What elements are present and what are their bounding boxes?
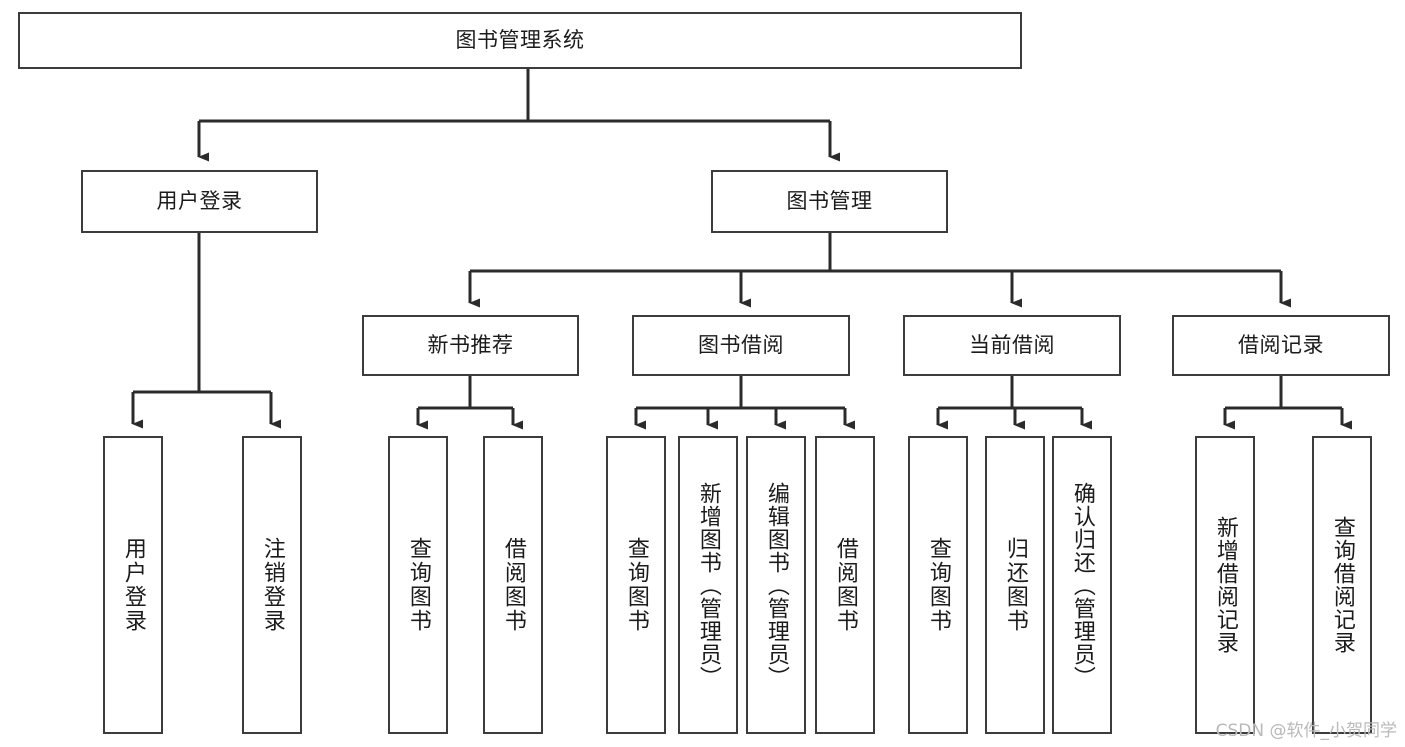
leaf-query-book-current[interactable]: 查询图书 (908, 436, 968, 734)
node-book-management-label: 图书管理 (786, 189, 873, 214)
leaf-query-book-borrow[interactable]: 查询图书 (606, 436, 666, 734)
leaf-return-book[interactable]: 归还图书 (985, 436, 1045, 734)
leaf-user-login[interactable]: 用户登录 (103, 436, 163, 734)
leaf-add-book-admin[interactable]: 新增图书（管理员） (678, 436, 738, 734)
node-borrow-record[interactable]: 借阅记录 (1172, 315, 1390, 376)
node-current-borrow[interactable]: 当前借阅 (903, 315, 1121, 376)
leaf-logout-label: 注销登录 (259, 537, 285, 633)
node-user-login-label: 用户登录 (156, 189, 243, 214)
node-root[interactable]: 图书管理系统 (18, 12, 1022, 69)
leaf-borrow-book[interactable]: 借阅图书 (815, 436, 875, 734)
leaf-borrow-book-recommend-label: 借阅图书 (500, 537, 526, 633)
leaf-edit-book-admin[interactable]: 编辑图书（管理员） (746, 436, 806, 734)
node-book-borrow[interactable]: 图书借阅 (632, 315, 850, 376)
leaf-borrow-book-recommend[interactable]: 借阅图书 (483, 436, 543, 734)
leaf-logout[interactable]: 注销登录 (242, 436, 302, 734)
leaf-add-borrow-record-label: 新增借阅记录 (1212, 516, 1238, 654)
leaf-query-borrow-record[interactable]: 查询借阅记录 (1312, 436, 1372, 734)
leaf-query-book-current-label: 查询图书 (925, 537, 951, 633)
node-borrow-record-label: 借阅记录 (1238, 333, 1324, 358)
node-current-borrow-label: 当前借阅 (969, 333, 1055, 358)
node-new-book-recommendation-label: 新书推荐 (427, 333, 514, 358)
leaf-query-book-recommend-label: 查询图书 (405, 537, 431, 633)
leaf-borrow-book-label: 借阅图书 (832, 537, 858, 633)
node-book-management[interactable]: 图书管理 (711, 170, 948, 233)
node-book-borrow-label: 图书借阅 (698, 333, 784, 358)
leaf-query-book-borrow-label: 查询图书 (623, 537, 649, 633)
node-user-login[interactable]: 用户登录 (81, 170, 318, 233)
node-new-book-recommendation[interactable]: 新书推荐 (362, 315, 579, 376)
leaf-add-book-admin-label: 新增图书（管理员） (695, 481, 721, 689)
leaf-confirm-return-admin[interactable]: 确认归还（管理员） (1052, 436, 1112, 734)
leaf-return-book-label: 归还图书 (1002, 537, 1028, 633)
leaf-query-book-recommend[interactable]: 查询图书 (388, 436, 448, 734)
leaf-query-borrow-record-label: 查询借阅记录 (1329, 516, 1355, 654)
node-root-label: 图书管理系统 (455, 28, 585, 53)
leaf-confirm-return-admin-label: 确认归还（管理员） (1069, 481, 1095, 689)
leaf-add-borrow-record[interactable]: 新增借阅记录 (1195, 436, 1255, 734)
leaf-edit-book-admin-label: 编辑图书（管理员） (763, 481, 789, 689)
leaf-user-login-label: 用户登录 (120, 537, 146, 633)
